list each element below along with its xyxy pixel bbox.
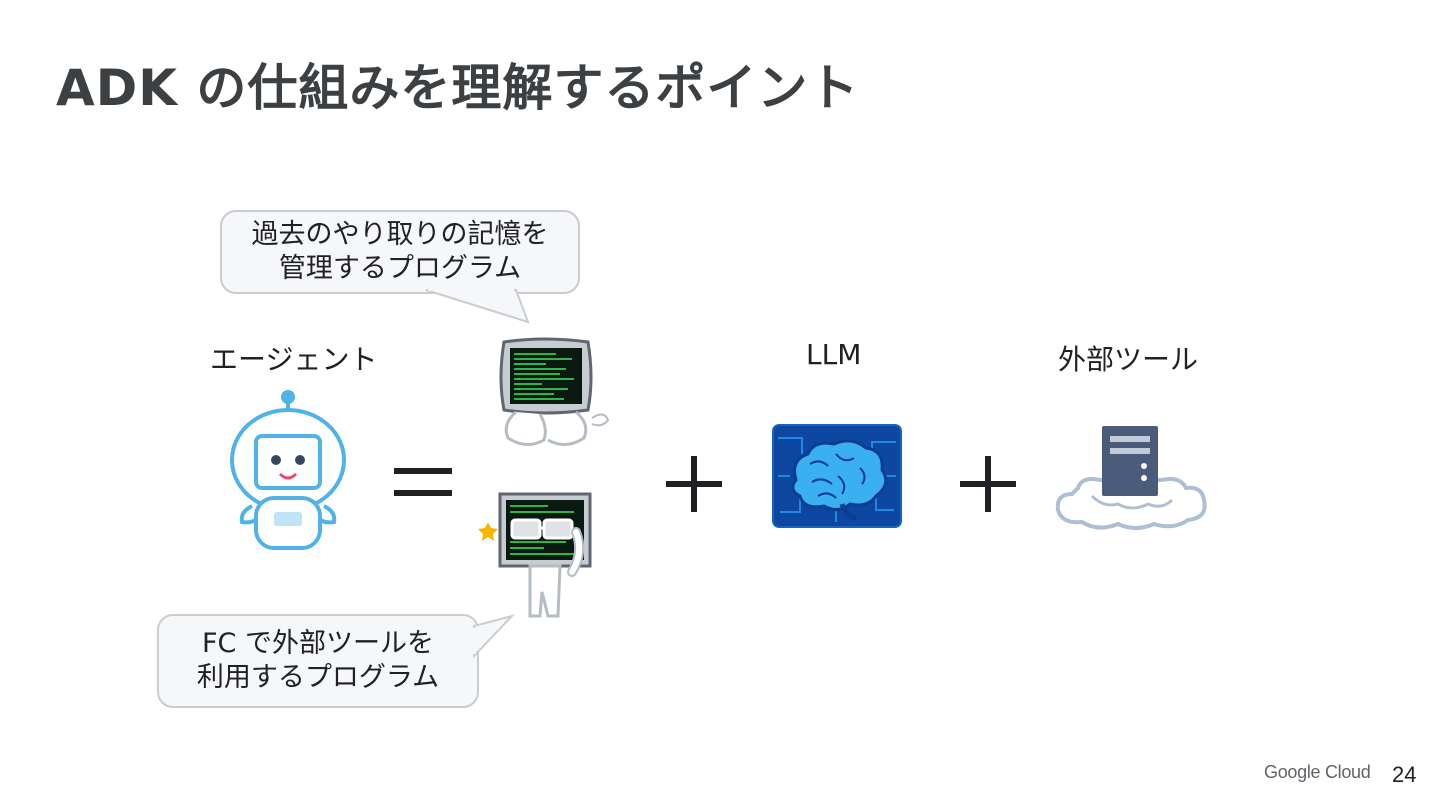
computer-with-glasses-icon <box>478 492 598 626</box>
memory-bubble-line1: 過去のやり取りの記憶を <box>252 218 549 252</box>
external-tools-label: 外部ツール <box>1058 338 1198 378</box>
equals-icon <box>392 462 454 502</box>
fc-bubble-line1: FC で外部ツールを <box>202 627 434 661</box>
plus-icon <box>664 454 724 514</box>
memory-program-bubble: 過去のやり取りの記憶を 管理するプログラム <box>220 210 580 294</box>
fc-bubble-line2: 利用するプログラム <box>197 661 439 695</box>
llm-label: LLM <box>806 338 861 371</box>
agent-label: エージェント <box>210 338 377 378</box>
memory-bubble-tail <box>420 288 540 328</box>
cloud-server-icon <box>1052 424 1212 534</box>
plus-icon <box>958 454 1018 514</box>
fc-bubble-tail <box>472 612 522 662</box>
brain-chip-icon <box>772 424 902 528</box>
computer-character-icon <box>496 338 616 458</box>
slide-title: ADK の仕組みを理解するポイント <box>56 48 859 120</box>
page-number: 24 <box>1392 762 1416 788</box>
fc-program-bubble: FC で外部ツールを 利用するプログラム <box>157 614 479 708</box>
robot-icon <box>226 388 350 556</box>
google-cloud-logo: Google Cloud <box>1264 762 1370 783</box>
memory-bubble-line2: 管理するプログラム <box>279 252 521 286</box>
